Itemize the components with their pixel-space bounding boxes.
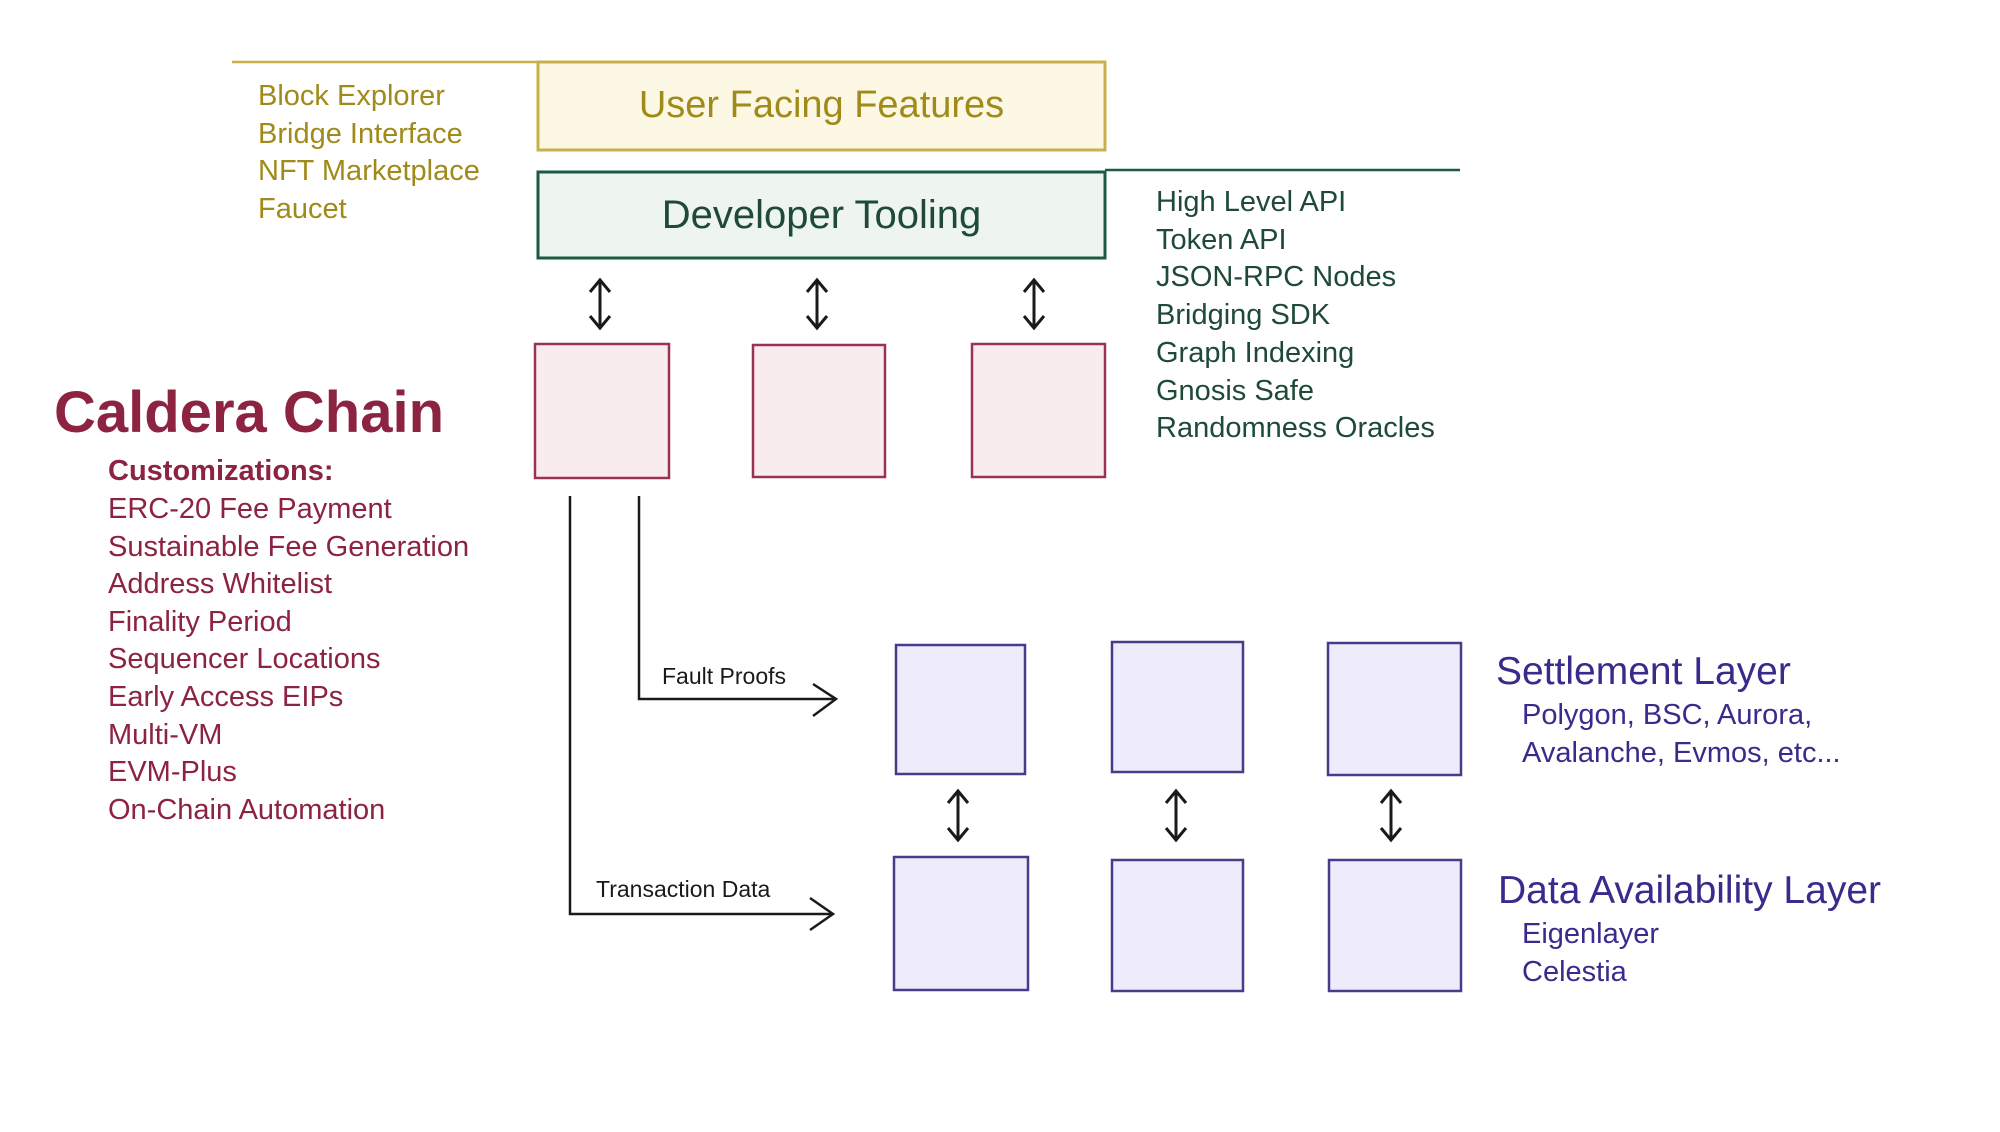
customization-item-8: EVM-Plus [108, 756, 237, 789]
data-availability-item-2: Celestia [1522, 955, 1627, 988]
developer-tooling-item-5: Graph Indexing [1156, 336, 1355, 369]
customization-item-4: Finality Period [108, 605, 292, 638]
developer-tooling-item-4: Bridging SDK [1156, 299, 1331, 332]
developer-tooling-item-6: Gnosis Safe [1156, 374, 1314, 407]
data-availability-item-1: Eigenlayer [1522, 918, 1660, 950]
chain-node-2 [751, 343, 887, 479]
developer-tooling-box [536, 170, 1107, 260]
customization-item-3: Address Whitelist [108, 568, 333, 601]
transaction-data-label: Transaction Data [596, 876, 771, 902]
data-availability-title: Data Availability Layer [1498, 869, 1881, 912]
transaction-data-flow [568, 496, 832, 916]
user-facing-item-4: Faucet [258, 192, 347, 225]
customization-item-9: On-Chain Automation [108, 793, 386, 826]
user-facing-title: User Facing Features [638, 84, 1005, 126]
da-node-2 [1110, 858, 1245, 993]
user-facing-item-2: Bridge Interface [258, 117, 463, 150]
customization-item-1: ERC-20 Fee Payment [108, 493, 392, 525]
customization-item-6: Early Access EIPs [108, 681, 344, 713]
developer-tooling-item-2: Token API [1156, 223, 1287, 256]
settlement-node-3 [1326, 641, 1463, 777]
user-facing-item-1: Block Explorer [258, 80, 445, 112]
user-facing-item-3: NFT Marketplace [258, 155, 480, 187]
settlement-item-1: Polygon, BSC, Aurora, [1522, 699, 1813, 731]
developer-tooling-title: Developer Tooling [661, 193, 982, 237]
da-node-3 [1327, 858, 1463, 993]
settlement-node-1 [894, 643, 1027, 776]
developer-tooling-item-7: Randomness Oracles [1156, 412, 1435, 445]
developer-tooling-item-3: JSON-RPC Nodes [1156, 261, 1397, 294]
fault-proofs-flow [637, 496, 835, 701]
user-facing-box [536, 60, 1107, 152]
chain-node-1 [533, 342, 671, 480]
caldera-title: Caldera Chain [54, 380, 444, 445]
chain-node-3 [970, 342, 1107, 479]
fault-proofs-label: Fault Proofs [662, 663, 786, 689]
da-node-1 [892, 855, 1030, 992]
settlement-item-2: Avalanche, Evmos, etc... [1522, 736, 1841, 769]
customizations-label: Customizations: [108, 455, 334, 487]
developer-tooling-item-1: High Level API [1156, 186, 1347, 218]
customization-item-7: Multi-VM [108, 718, 223, 751]
customization-item-2: Sustainable Fee Generation [108, 530, 470, 563]
settlement-title: Settlement Layer [1496, 650, 1791, 693]
customization-item-5: Sequencer Locations [108, 643, 381, 676]
settlement-node-2 [1110, 640, 1245, 774]
